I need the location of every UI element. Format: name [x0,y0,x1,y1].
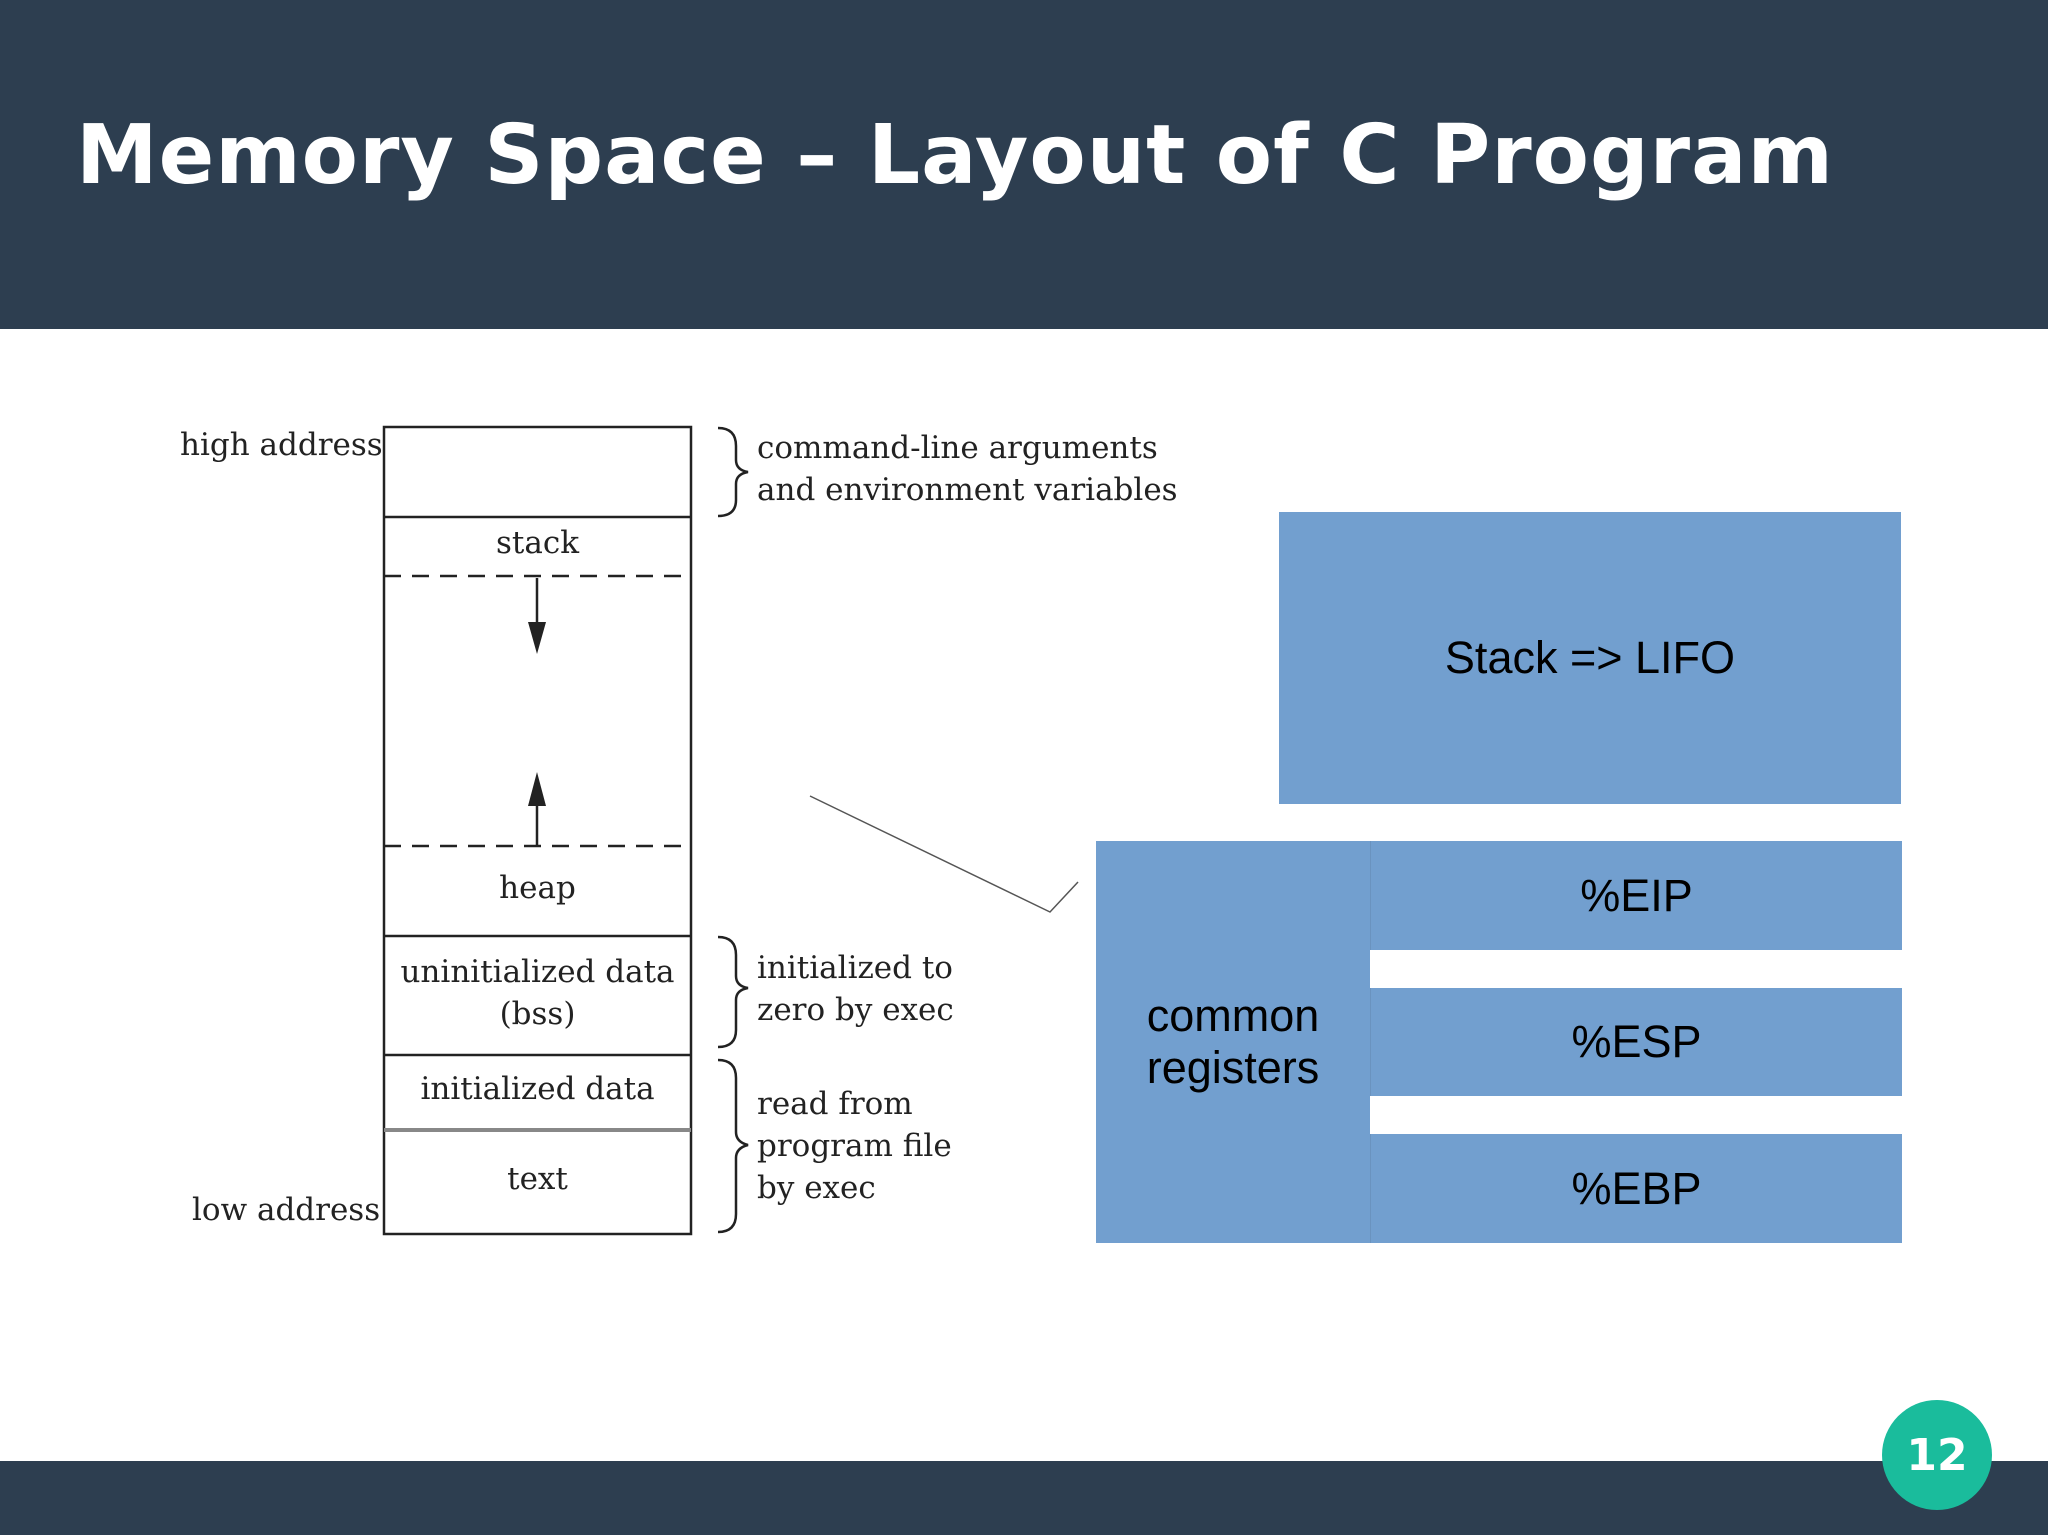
bss-segment-label-line1: uninitialized data [400,954,675,990]
heap-growth-arrowhead [528,772,546,806]
slide-title: Memory Space – Layout of C Program [76,108,1834,203]
memory-column [382,425,693,1236]
register-eip-box: %EIP [1370,841,1902,950]
bss-annotation-line2: zero by exec [757,992,954,1028]
low-address-label: low address [192,1192,381,1228]
file-annotation-line1: read from [757,1086,913,1122]
bss-segment-label-line2: (bss) [499,996,576,1032]
args-annotation-line2: and environment variables [757,472,1178,508]
register-esp-label: %ESP [1571,1016,1702,1067]
heap-segment-label: heap [499,870,576,906]
slide-footer [0,1461,2048,1535]
slide-header: Memory Space – Layout of C Program [0,0,2048,329]
stack-segment-label: stack [496,525,579,561]
args-annotation-line1: command-line arguments [757,430,1158,466]
file-annotation-line2: program file [757,1128,952,1164]
register-ebp-label: %EBP [1571,1162,1702,1214]
common-registers-box: common registers [1096,841,1370,1243]
args-brace [717,426,749,518]
common-registers-label-line1: common [1146,990,1320,1041]
register-eip-label: %EIP [1580,869,1693,921]
common-registers-label-line2: registers [1146,1042,1320,1093]
callout-line [809,795,1079,913]
bss-annotation-line1: initialized to [757,950,953,986]
stack-growth-arrowhead [528,622,546,654]
file-annotation-line3: by exec [757,1170,876,1206]
data-segment-label: initialized data [420,1071,655,1107]
page-number-badge: 12 [1882,1400,1992,1510]
register-ebp-box: %EBP [1370,1134,1902,1243]
high-address-label: high address [180,427,383,463]
register-esp-box: %ESP [1370,988,1902,1096]
stack-lifo-label: Stack => LIFO [1444,632,1736,683]
bss-brace [717,935,749,1049]
file-brace [717,1058,749,1234]
stack-lifo-box: Stack => LIFO [1279,512,1901,804]
text-segment-label: text [507,1161,568,1197]
